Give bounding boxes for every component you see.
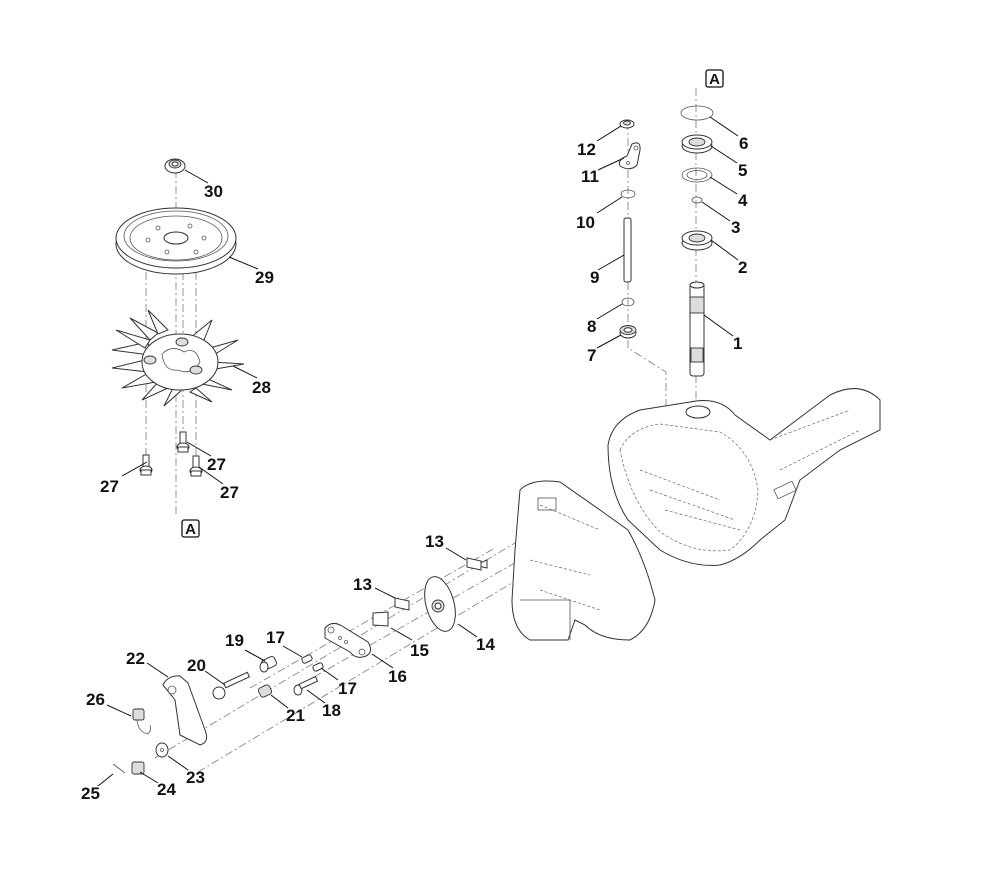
- retaining-clip-8: [621, 297, 635, 307]
- callout-30: 30: [204, 182, 223, 201]
- o-ring-3: [691, 196, 703, 204]
- bracket-16: [324, 622, 372, 658]
- callout-27-left: 27: [100, 477, 119, 496]
- spacer-19: [259, 655, 277, 673]
- callout-9: 9: [590, 268, 599, 287]
- svg-text:A: A: [185, 521, 196, 538]
- callout-27-middle: 27: [207, 455, 226, 474]
- callout-24: 24: [157, 780, 176, 799]
- arm-22: [162, 675, 208, 746]
- callout-5: 5: [738, 161, 747, 180]
- friction-pad-15: [372, 611, 389, 627]
- callout-11: 11: [581, 167, 599, 186]
- callout-17-lower: 17: [338, 679, 357, 698]
- lever-11: [618, 142, 641, 170]
- reference-marker-bottom: A: [181, 519, 200, 538]
- callout-15: 15: [410, 641, 429, 660]
- callout-28: 28: [252, 378, 271, 397]
- callout-17-upper: 17: [266, 628, 285, 647]
- callout-22: 22: [126, 649, 145, 668]
- seal-12: [619, 119, 635, 129]
- callout-21: 21: [286, 706, 305, 725]
- bearing-2: [681, 230, 713, 251]
- pin-25: [112, 763, 126, 774]
- callout-26: 26: [86, 690, 105, 709]
- bolt-20: [212, 671, 251, 700]
- bearing-5: [681, 134, 713, 154]
- retaining-ring-6: [680, 105, 714, 121]
- callout-16: 16: [388, 667, 407, 686]
- fan-28: [111, 309, 245, 407]
- callouts: 1 2 3 4 5 6 7 8 9 10 11 12 13 13 14 15 1…: [81, 134, 748, 803]
- spring-26: [132, 708, 152, 735]
- callout-19: 19: [225, 631, 244, 650]
- center-lines: [145, 88, 697, 773]
- bolt-27-left: [139, 454, 153, 476]
- bolt-18: [293, 675, 319, 696]
- callout-2: 2: [738, 258, 747, 277]
- callout-25: 25: [81, 784, 100, 803]
- callout-18: 18: [322, 701, 341, 720]
- main-housing: [607, 388, 881, 566]
- side-housing: [511, 480, 656, 641]
- callout-29: 29: [255, 268, 274, 287]
- key-13-lower: [394, 597, 410, 611]
- callout-8: 8: [587, 317, 596, 336]
- pin-17-lower: [312, 662, 324, 672]
- washer-4: [681, 167, 713, 183]
- disc-14: [424, 576, 456, 632]
- callout-7: 7: [587, 346, 596, 365]
- nut-30: [164, 158, 186, 174]
- washer-23: [155, 742, 169, 758]
- callout-14: 14: [476, 635, 495, 654]
- callout-27-right: 27: [220, 483, 239, 502]
- retaining-ring-10: [620, 189, 636, 199]
- pulley-29: [115, 207, 237, 275]
- leader-lines: [97, 116, 739, 787]
- pin-17-upper: [301, 654, 313, 664]
- bolt-27-right: [189, 455, 203, 477]
- callout-1: 1: [733, 334, 742, 353]
- callout-10: 10: [576, 213, 595, 232]
- callout-20: 20: [187, 656, 206, 675]
- reference-marker-top: A: [705, 69, 724, 88]
- shaft-9: [623, 217, 632, 283]
- callout-4: 4: [738, 191, 748, 210]
- shaft-1: [689, 281, 705, 377]
- callout-13-upper: 13: [425, 532, 444, 551]
- nut-24: [131, 761, 145, 775]
- svg-text:A: A: [709, 71, 720, 88]
- bolt-27-middle: [176, 431, 190, 453]
- callout-23: 23: [186, 768, 205, 787]
- seal-7: [619, 325, 637, 339]
- callout-13-lower: 13: [353, 575, 372, 594]
- callout-6: 6: [739, 134, 748, 153]
- callout-3: 3: [731, 218, 740, 237]
- callout-12: 12: [577, 140, 596, 159]
- key-13-upper: [466, 557, 488, 571]
- spring-21: [257, 684, 273, 698]
